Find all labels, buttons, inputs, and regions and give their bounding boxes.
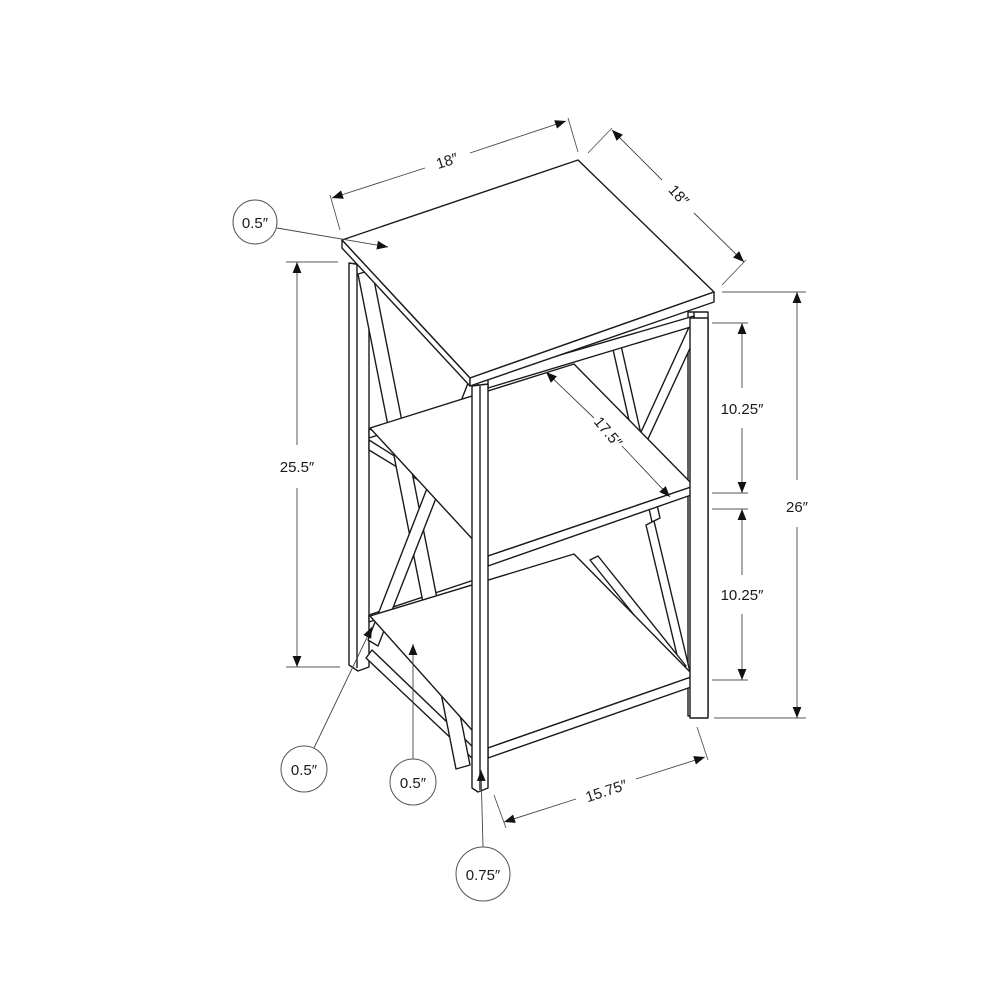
front-right-leg (689, 317, 709, 719)
label-frame-front: 0.5″ (400, 775, 427, 792)
callout-top-thickness: 0.5″ (232, 199, 389, 250)
dimension-leg-height: 25.5″ (280, 261, 340, 668)
dimension-lower-clearance: 10.25″ (712, 508, 765, 681)
dimension-top-width: 18″ (329, 117, 579, 231)
back-left-leg (348, 262, 370, 672)
label-top-width: 18″ (434, 150, 461, 173)
bottom-shelf (369, 553, 695, 759)
label-upper-clearance: 10.25″ (721, 401, 765, 418)
label-lower-clearance: 10.25″ (721, 587, 765, 604)
middle-shelf (369, 363, 695, 567)
table-top (341, 159, 715, 387)
label-leg-height: 25.5″ (280, 459, 315, 476)
dimension-upper-clearance: 10.25″ (712, 322, 765, 494)
front-corner-leg (471, 383, 489, 793)
label-top-depth: 18″ (665, 182, 693, 210)
label-top-thickness: 0.5″ (242, 215, 269, 232)
callout-frame-side: 0.5″ (280, 626, 373, 793)
label-overall-height: 26″ (786, 499, 809, 516)
callout-frame-front: 0.5″ (389, 644, 437, 806)
table-frame (341, 159, 715, 793)
callout-leg: 0.75″ (455, 769, 511, 902)
label-frame-side: 0.5″ (291, 762, 318, 779)
dimension-overall-height: 26″ (714, 291, 809, 719)
label-base-width: 15.75″ (583, 777, 630, 807)
label-leg: 0.75″ (466, 867, 501, 884)
